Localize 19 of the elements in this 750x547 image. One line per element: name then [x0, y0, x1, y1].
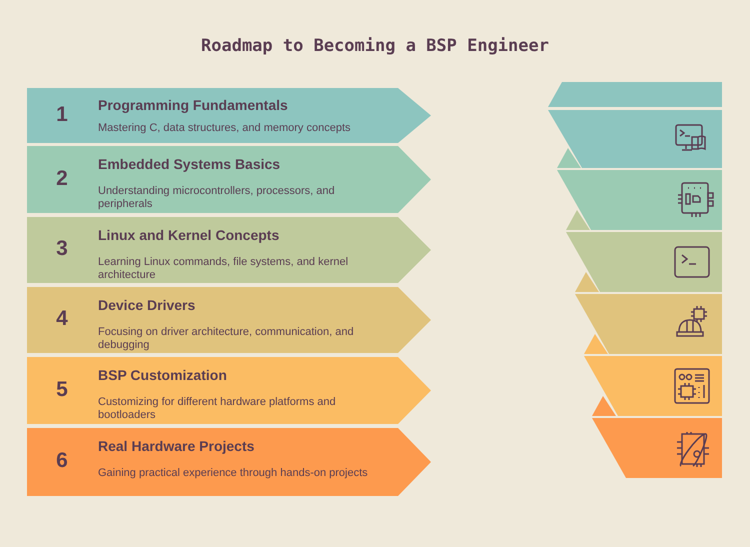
step-title: Linux and Kernel Concepts [98, 227, 280, 243]
step-description: Mastering C, data structures, and memory concepts [98, 122, 352, 135]
step-description: Customizing for different hardware platforms and bootloaders [98, 396, 337, 422]
step-number: 6 [55, 449, 69, 473]
step-number: 4 [55, 307, 69, 331]
step-description: Focusing on driver architecture, communication, and debugging [98, 326, 355, 352]
title: Roadmap to Becoming a BSP Engineer [200, 36, 550, 56]
step-number: 2 [55, 166, 69, 190]
step-title: Programming Fundamentals [98, 97, 288, 113]
step-title: BSP Customization [98, 367, 227, 383]
step-number: 5 [55, 378, 69, 402]
step-number: 1 [55, 102, 69, 126]
step-title: Device Drivers [98, 297, 196, 313]
step-title: Real Hardware Projects [98, 438, 254, 454]
step-title: Embedded Systems Basics [98, 156, 280, 172]
step-description: Gaining practical experience through hands-on projects [98, 467, 368, 480]
step-number: 3 [55, 237, 69, 261]
step-description: Understanding microcontrollers, processors, and peripherals [98, 185, 336, 211]
step-description: Learning Linux commands, file systems, and kernel architecture [98, 256, 350, 282]
